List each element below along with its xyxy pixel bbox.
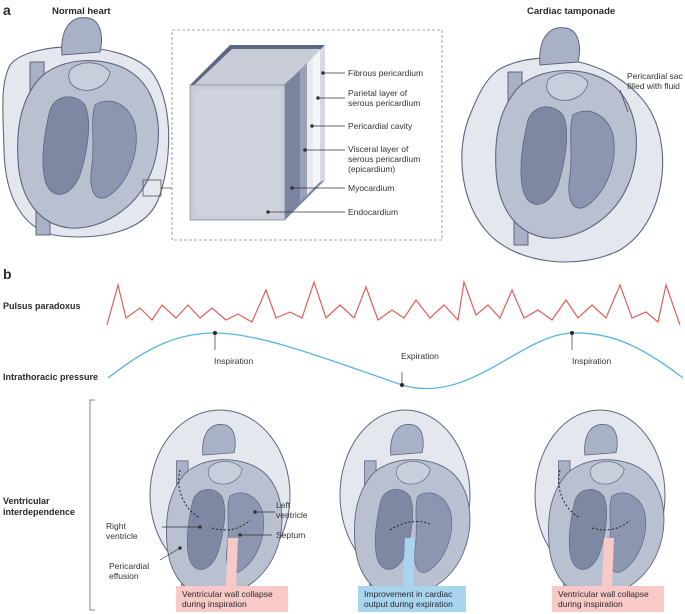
callout-left-line-2: during inspiration	[182, 599, 247, 609]
normal-heart-title: Normal heart	[52, 6, 111, 17]
inset-box	[171, 29, 443, 241]
callout-mid: Improvement in cardiac output during exp…	[358, 586, 466, 612]
panel-a-letter: a	[3, 2, 11, 18]
callout-left-line-1: Ventricular wall collapse	[182, 589, 273, 599]
vi-bracket	[89, 399, 95, 611]
callout-pointer-left	[226, 538, 238, 586]
phase-label-left: Inspiration	[214, 356, 254, 366]
normal-heart-illustration	[2, 17, 172, 238]
heart-inspiration-right	[534, 409, 666, 604]
callout-left: Ventricular wall collapse during inspira…	[176, 586, 288, 612]
pulsus-paradoxus-trace	[106, 279, 681, 326]
callout-right-line-2: during inspiration	[558, 599, 623, 609]
effusion-label-1: Pericardial	[109, 561, 150, 571]
layer-label-myocardium: Myocardium	[348, 183, 395, 193]
intrathoracic-pressure-label: Intrathoracic pressure	[3, 372, 99, 382]
pericardium-layer-block	[189, 45, 325, 221]
layer-label-visceral-3: (epicardium)	[348, 164, 396, 174]
heart-inspiration-left	[149, 409, 291, 604]
lower-left-leaders	[159, 510, 275, 561]
callout-right: Ventricular wall collapse during inspira…	[552, 586, 664, 612]
layer-label-fibrous: Fibrous pericardium	[348, 68, 424, 78]
phase-label-right: Inspiration	[572, 356, 612, 366]
phase-label-mid: Expiration	[401, 351, 439, 361]
callout-mid-line-2: output during expiration	[364, 599, 453, 609]
callout-pointer-right	[602, 538, 614, 586]
callout-right-line-1: Ventricular wall collapse	[558, 589, 649, 599]
layer-label-endocardium: Endocardium	[348, 207, 399, 217]
layer-label-parietal-2: serous pericardium	[348, 98, 421, 108]
sac-label-1: Pericardial sac	[627, 71, 683, 81]
vi-label-1: Ventricular	[3, 496, 50, 506]
right-ventricle-label-1: Right	[106, 521, 126, 531]
left-ventricle-label-1: Left	[276, 500, 291, 510]
left-ventricle-label-2: ventricle	[276, 510, 308, 520]
callout-mid-line-1: Improvement in cardiac	[364, 589, 453, 599]
pulsus-paradoxus-label: Pulsus paradoxus	[3, 301, 81, 311]
tamponade-title: Cardiac tamponade	[527, 6, 616, 17]
panel-b-letter: b	[3, 266, 12, 282]
septum-label: Septum	[276, 530, 306, 540]
layer-label-visceral-1: Visceral layer of	[348, 144, 409, 154]
layer-label-cavity: Pericardial cavity	[348, 121, 413, 131]
effusion-label-2: effusion	[109, 571, 139, 581]
layer-label-parietal-1: Parietal layer of	[348, 88, 408, 98]
callout-pointer-mid	[403, 538, 415, 586]
right-ventricle-label-2: ventricle	[106, 531, 138, 541]
vi-label-2: interdependence	[3, 507, 76, 517]
sac-label-2: filled with fluid	[627, 81, 680, 91]
layer-leader-lines	[266, 71, 345, 214]
layer-label-visceral-2: serous pericardium	[348, 154, 421, 164]
phase-markers	[213, 331, 574, 387]
tamponade-heart-illustration	[461, 27, 664, 263]
